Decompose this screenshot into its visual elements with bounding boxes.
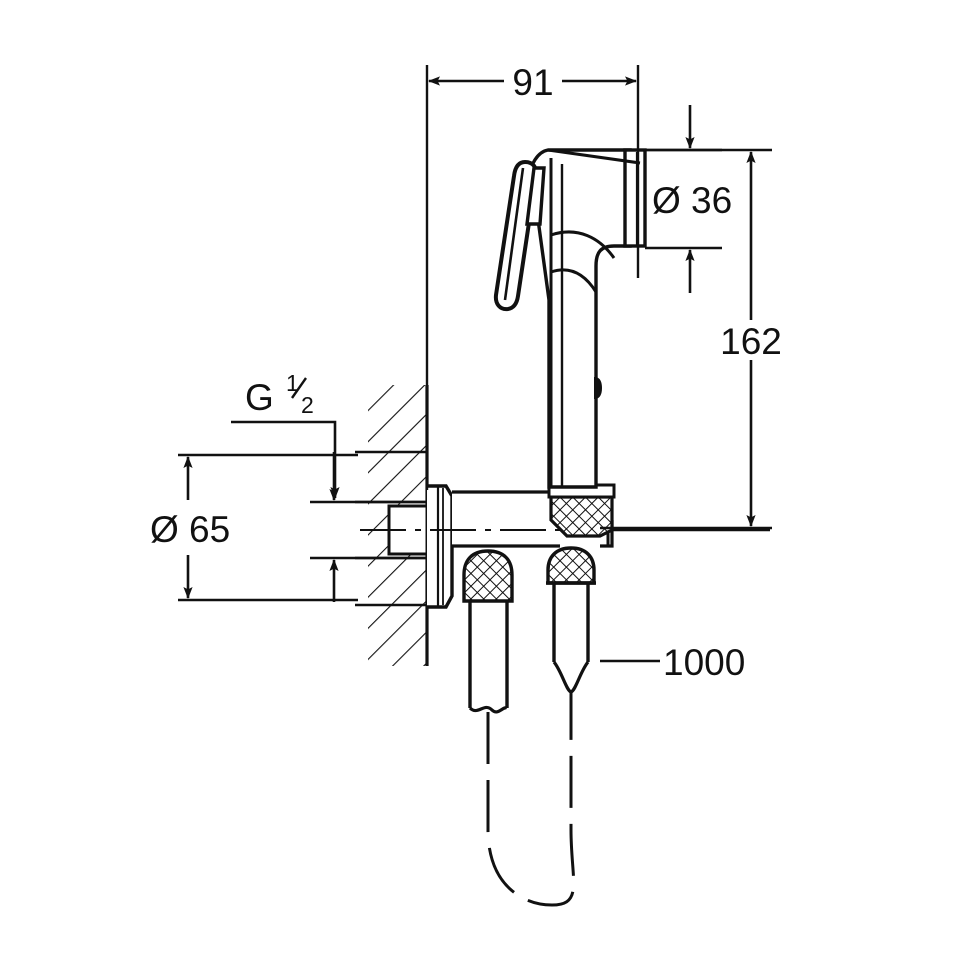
right-knurled-nut: [546, 546, 596, 585]
hose-length-label: 1000: [663, 642, 745, 683]
lever-pivot-bracket: [525, 166, 546, 226]
dimension-91: 91: [425, 62, 640, 490]
callout-hose-length: 1000: [600, 642, 745, 683]
lever-inner-line: [503, 167, 525, 301]
escutcheon-cone: [427, 484, 454, 609]
hose-loop-path: [486, 692, 576, 907]
left-hose-walls: [468, 601, 509, 708]
dim36-label: Ø 36: [652, 180, 732, 221]
right-hose-walls: [552, 583, 590, 662]
head-top-bevel: [547, 148, 641, 165]
left-knurled-nut: [462, 549, 514, 603]
lower-left-coupling: [462, 549, 514, 714]
dim162-label: 162: [720, 321, 782, 362]
hose-loop: [486, 692, 576, 907]
g-half-prefix: G: [245, 377, 274, 418]
spray-handle-body: [529, 148, 647, 489]
g-half-denominator: 2: [301, 392, 314, 418]
lever-outline: [493, 159, 539, 312]
lower-right-coupling: [546, 546, 596, 694]
right-hose-taper: [552, 661, 590, 694]
handle-outline: [529, 148, 632, 489]
trigger-lever: [493, 159, 546, 312]
g-half-leader: [231, 420, 340, 499]
shaft-detent-mark: [594, 376, 603, 400]
dim91-label: 91: [512, 62, 553, 103]
dimension-diameter-36: Ø 36: [645, 105, 732, 293]
left-hose-break: [468, 705, 508, 714]
wall-union-flange: [427, 484, 454, 609]
head-contour-upper: [550, 230, 616, 259]
g-half-numerator: 1: [286, 370, 299, 396]
upper-knurl-fill: [549, 495, 614, 538]
callout-thread-g-half: G 1 2: [231, 370, 340, 499]
head-contour-lower: [550, 268, 598, 293]
spray-outlet-ring: [623, 148, 647, 248]
wall-section: [355, 385, 429, 666]
dimension-162: 162: [600, 148, 782, 530]
dim65-label: Ø 65: [150, 509, 230, 550]
g-half-fraction-bar: [291, 377, 307, 399]
